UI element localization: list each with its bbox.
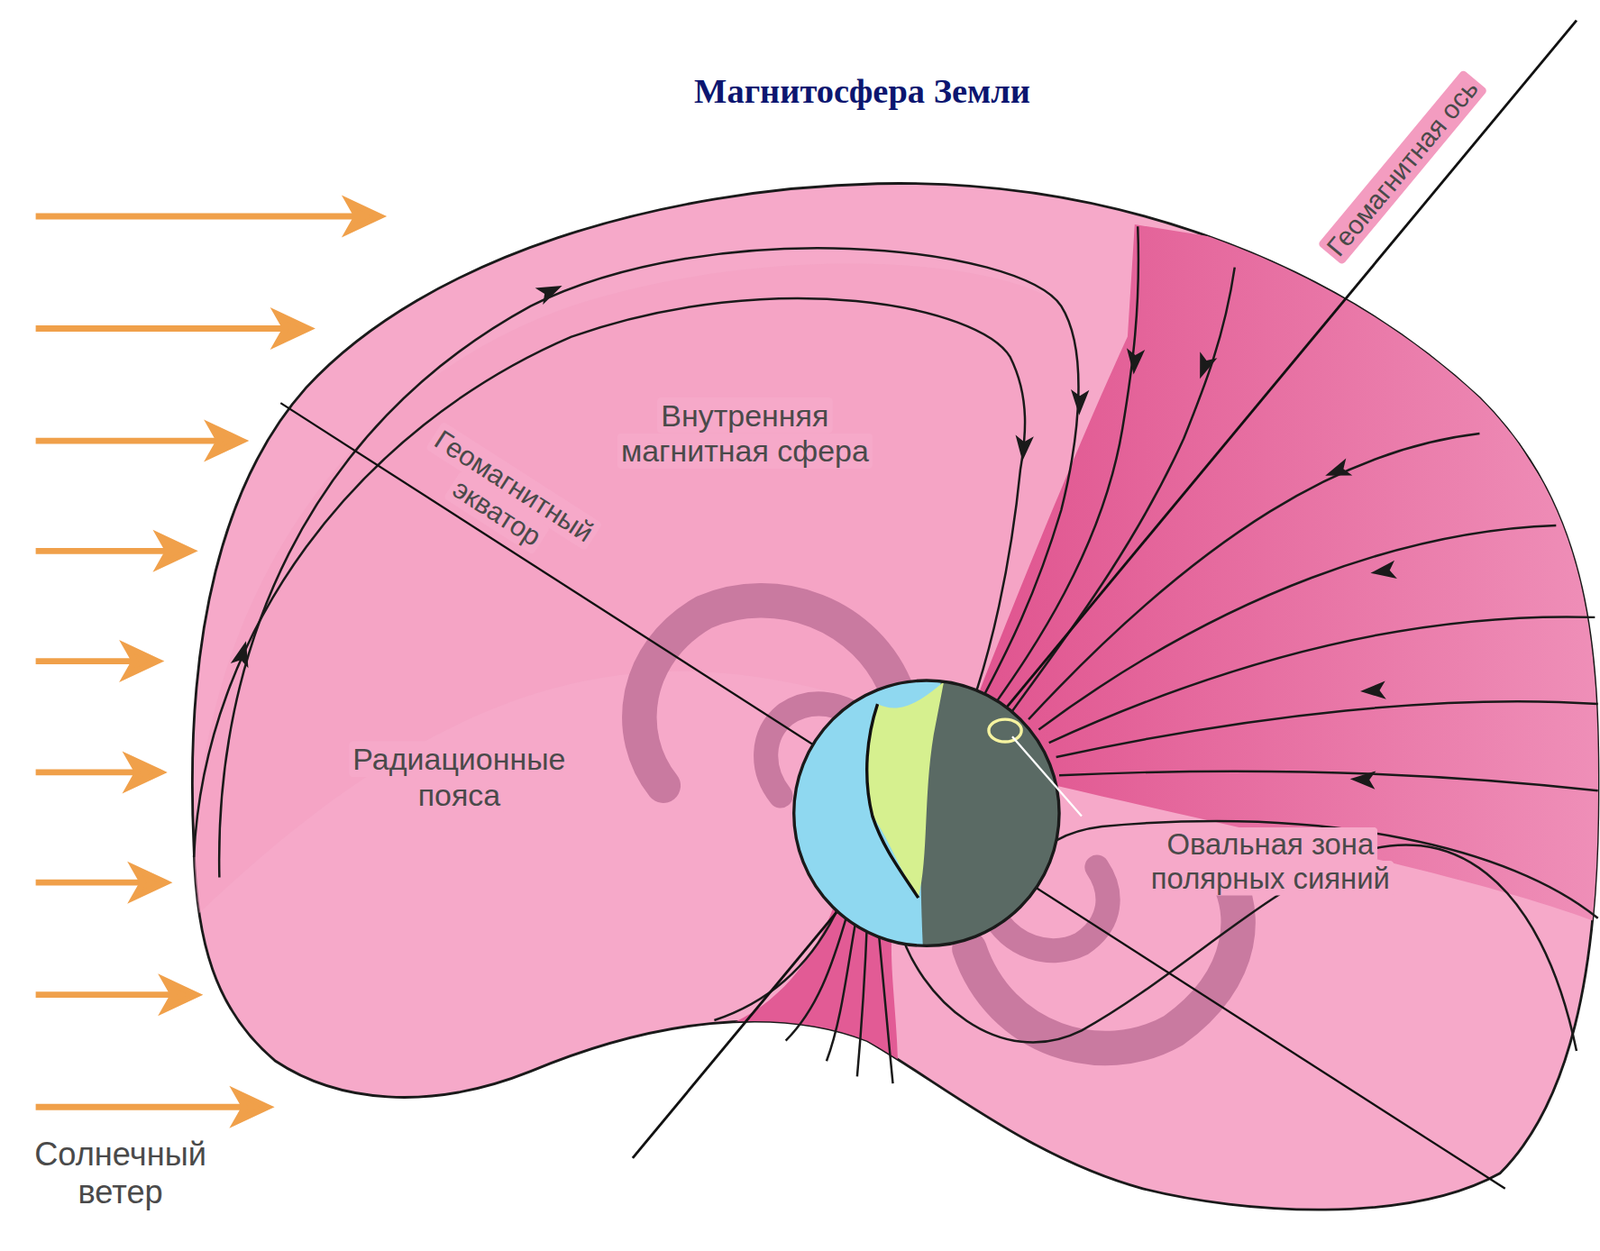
label-patch: Радиационные пояса bbox=[348, 740, 570, 813]
earth bbox=[794, 673, 1072, 960]
diagram-title: Магнитосфера Земли bbox=[694, 72, 1031, 111]
field-lines bbox=[193, 226, 1599, 1084]
geomagnetic-axis-line bbox=[632, 20, 1577, 1159]
axis-label: Геомагнитная ось bbox=[1287, 33, 1519, 304]
aurora-leader-line bbox=[1012, 736, 1082, 816]
radiation-belts bbox=[639, 600, 1238, 1049]
geomagnetic-equator-line bbox=[280, 402, 1505, 1189]
field-regions bbox=[193, 224, 1600, 1072]
label-patch: Внутренняя магнитная сфера bbox=[616, 397, 873, 469]
field-arrowheads bbox=[230, 277, 1398, 790]
region-label: Внутренняя магнитная сфера bbox=[602, 398, 888, 469]
aurora-label: Овальная зона полярных сияний bbox=[1122, 828, 1418, 896]
label-patch: Солнечный ветер bbox=[30, 1134, 211, 1212]
label-patch: Геомагнитная ось bbox=[1316, 69, 1488, 266]
belt-label: Радиационные пояса bbox=[316, 742, 603, 814]
label-patch: Овальная зона полярных сияний bbox=[1146, 827, 1394, 896]
solar-wind-label: Солнечный ветер bbox=[13, 1135, 229, 1211]
